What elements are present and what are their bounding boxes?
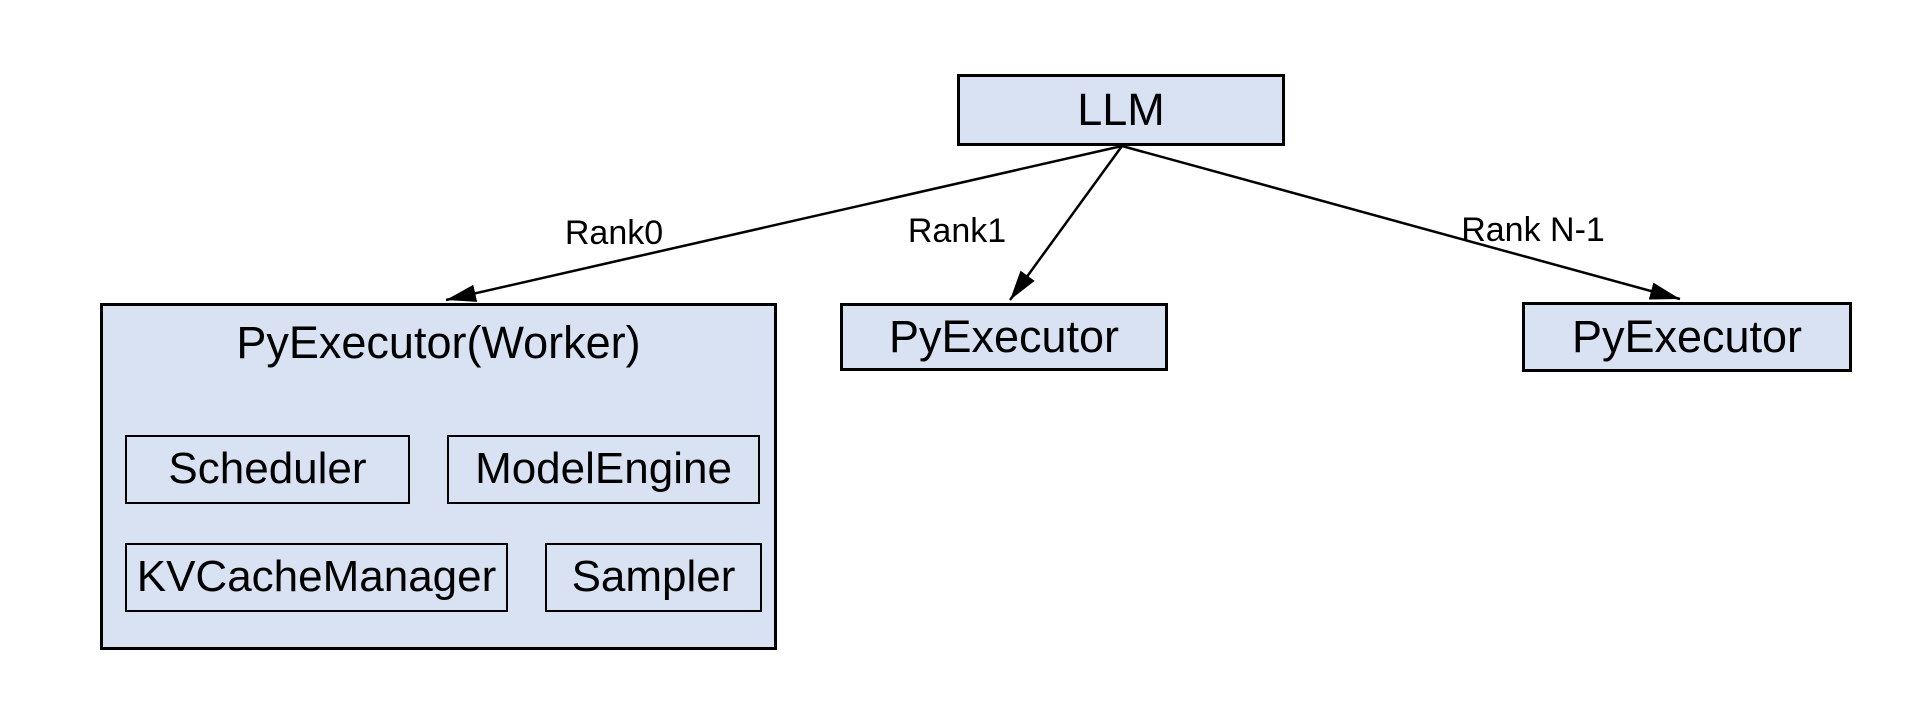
scheduler-node: Scheduler	[125, 435, 410, 504]
sampler-node-label: Sampler	[571, 552, 736, 602]
modelengine-node: ModelEngine	[447, 435, 760, 504]
pyexecutor-rank1-label: PyExecutor	[888, 311, 1120, 363]
llm-node: LLM	[957, 74, 1285, 146]
modelengine-node-label: ModelEngine	[475, 444, 732, 494]
scheduler-node-label: Scheduler	[168, 444, 367, 494]
kvcachemanager-node: KVCacheManager	[125, 543, 508, 612]
sampler-node: Sampler	[545, 543, 762, 612]
pyexecutor-worker-node: PyExecutor(Worker) Scheduler ModelEngine…	[100, 303, 777, 650]
pyexecutor-rankN-node: PyExecutor	[1522, 302, 1852, 372]
pyexecutor-worker-title: PyExecutor(Worker)	[236, 317, 641, 368]
edge-label-rank-n-1: Rank N-1	[1461, 211, 1605, 249]
llm-node-label: LLM	[1077, 84, 1165, 136]
edge-rank1-arrow	[1008, 145, 1124, 301]
kvcachemanager-node-label: KVCacheManager	[136, 552, 497, 602]
pyexecutor-rank1-node: PyExecutor	[840, 303, 1168, 371]
pyexecutor-rankN-label: PyExecutor	[1571, 311, 1803, 363]
edge-label-rank1: Rank1	[907, 212, 1007, 250]
edge-rank0-arrow	[445, 144, 1123, 302]
edge-label-rank0: Rank0	[564, 214, 664, 252]
